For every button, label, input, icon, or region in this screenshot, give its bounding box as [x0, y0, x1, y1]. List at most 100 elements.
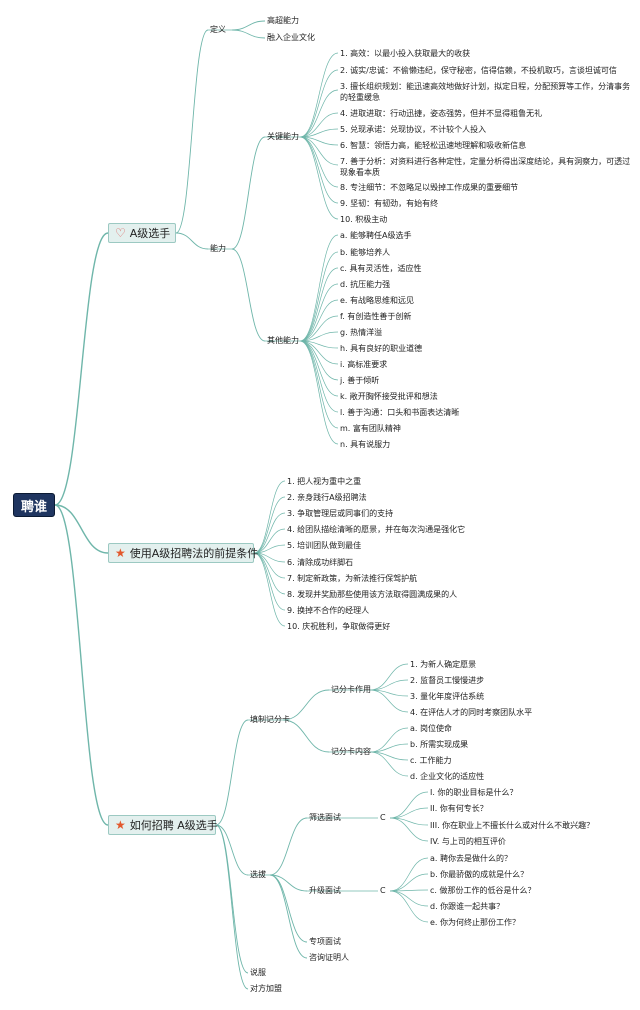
key-ability-item: 5. 兑现承诺：兑现协议，不计较个人投入: [340, 125, 487, 134]
precondition-item: 3. 争取管理层或同事们的支持: [287, 509, 394, 518]
connector-line: [215, 824, 249, 974]
scorecard-content-item: a. 岗位使命: [410, 724, 452, 733]
upgrade-question: a. 聘你去是做什么的？: [430, 854, 512, 863]
other-ability-item: b. 能够培养人: [340, 248, 391, 257]
root-label: 聘谁: [20, 499, 47, 515]
other-ability-item: f. 有创造性善于创新: [340, 312, 412, 321]
connector-line: [299, 340, 339, 429]
upgrade-interview-node[interactable]: 升级面试: [309, 886, 341, 895]
other-ability-item: m. 富有团队精神: [340, 424, 401, 433]
connector-line: [299, 315, 339, 342]
key-ability-item: 2. 诚实/忠诚：不偷懒违纪，保守秘密，信得信赖，不投机取巧，言谈坦诚可信: [340, 66, 617, 75]
precondition-item: 2. 亲身践行A级招聘法: [287, 493, 367, 502]
connector-line: [231, 248, 266, 342]
connector-line: [253, 480, 286, 554]
upgrade-question: e. 你为何终止那份工作？: [430, 918, 521, 927]
definition-item: 高超能力: [267, 16, 299, 25]
connector-line: [299, 234, 339, 342]
precondition-item: 8. 发现并奖励那些使用该方法取得圆满成果的人: [287, 590, 458, 599]
connector-line: [253, 512, 286, 554]
connector-line: [253, 544, 286, 554]
scorecard-effect-item: 1. 为新人确定愿景: [410, 660, 477, 669]
connector-line: [215, 719, 249, 826]
other-ability-item: c. 具有灵活性，适应性: [340, 264, 422, 273]
connector-line: [231, 20, 266, 31]
connector-line: [299, 340, 339, 413]
connector-line: [389, 857, 429, 892]
precondition-item: 10. 庆祝胜利，争取做得更好: [287, 622, 391, 631]
scorecard-node[interactable]: 填制记分卡: [250, 715, 290, 724]
how-to-node[interactable]: ★ 如何招聘 A级选手: [108, 815, 218, 835]
screen-marker: C: [380, 813, 386, 822]
connector-line: [299, 251, 339, 342]
select-node[interactable]: 选拔: [250, 870, 266, 879]
definition-node[interactable]: 定义: [210, 25, 226, 34]
precondition-item: 7. 制定新政策，为新法推行保驾护航: [287, 574, 418, 583]
connector-line: [299, 69, 339, 138]
other-ability-item: a. 能够聘任A级选手: [340, 231, 412, 240]
scorecard-effect-item: 4. 在评估人才的同时考察团队水平: [410, 708, 533, 717]
connector-line: [231, 136, 266, 250]
key-ability-item: 9. 坚韧：有韧劲，有始有终: [340, 199, 439, 208]
key-ability-item: 3. 擅长组织规划：能迅速高效地做好计划，拟定日程，分配预算等工作，分清事务的轻…: [340, 82, 631, 102]
other-ability-item: g. 热情洋溢: [340, 328, 383, 337]
upgrade-question: d. 你跟谁一起共事？: [430, 902, 505, 911]
persuade-node[interactable]: 说服: [250, 968, 266, 977]
other-ability-item: k. 敞开胸怀接受批评和想法: [340, 392, 438, 401]
scorecard-content-node[interactable]: 记分卡内容: [331, 747, 371, 756]
connector-line: [299, 136, 339, 220]
a-player-node[interactable]: ♡ A级选手: [108, 223, 176, 243]
connector-line: [299, 299, 339, 342]
other-ability-item: e. 有战略思维和远见: [340, 296, 415, 305]
other-ability-item: h. 具有良好的职业道德: [340, 344, 423, 353]
connector-line: [369, 663, 409, 691]
connector-line: [253, 552, 286, 611]
how-to-label: 如何招聘 A级选手: [129, 819, 218, 832]
key-ability-item: 1. 高效：以最小投入获取最大的收获: [340, 49, 471, 58]
precondition-item: 6. 清除成功绊脚石: [287, 558, 354, 567]
precondition-item: 9. 换掉不合作的经理人: [287, 606, 370, 615]
connector-line: [299, 128, 339, 138]
screen-question: II. 你有何专长？: [430, 804, 488, 813]
ability-node[interactable]: 能力: [210, 244, 226, 253]
connector-line: [299, 340, 339, 445]
scorecard-effect-node[interactable]: 记分卡作用: [331, 685, 371, 694]
root-node[interactable]: 聘谁: [13, 493, 55, 517]
connector-line: [389, 890, 429, 923]
other-ability-item: n. 具有说服力: [340, 440, 391, 449]
special-interview-node[interactable]: 专项面试: [309, 937, 341, 946]
key-ability-item: 8. 专注细节：不忽略足以毁掉工作成果的重要细节: [340, 183, 519, 192]
connector-line: [389, 890, 429, 907]
connector-line: [215, 824, 249, 990]
connector-line: [299, 331, 339, 342]
connector-line: [175, 232, 209, 250]
reference-node[interactable]: 咨询证明人: [309, 953, 349, 962]
connector-line: [282, 689, 330, 721]
connector-line: [231, 29, 266, 39]
screen-interview-node[interactable]: 筛选面试: [309, 813, 341, 822]
other-ability-item: l. 善于沟通：口头和书面表达清晰: [340, 408, 460, 417]
key-ability-node[interactable]: 关键能力: [267, 132, 299, 141]
key-ability-item: 10. 积极主动: [340, 215, 388, 224]
connector-line: [369, 689, 409, 713]
star-icon: ★: [115, 818, 126, 832]
connector-line: [299, 136, 339, 188]
other-ability-node[interactable]: 其他能力: [267, 336, 299, 345]
join-node[interactable]: 对方加盟: [250, 984, 282, 993]
connector-line: [299, 136, 339, 204]
precondition-item: 1. 把人视为重中之重: [287, 477, 362, 486]
heart-icon: ♡: [115, 226, 126, 240]
key-ability-item: 4. 进取进取：行动迅捷，姿态强势，但并不显得粗鲁无礼: [340, 109, 543, 118]
connector-line: [54, 232, 109, 506]
connector-line: [269, 874, 308, 943]
connector-line: [299, 340, 339, 397]
scorecard-content-item: d. 企业文化的适应性: [410, 772, 485, 781]
preconditions-node[interactable]: ★ 使用A级招聘法的前提条件: [108, 543, 258, 563]
connector-line: [389, 791, 429, 819]
connector-line: [299, 112, 339, 138]
scorecard-effect-item: 2. 监督员工慢慢进步: [410, 676, 485, 685]
connector-line: [269, 874, 308, 959]
connector-line: [54, 504, 109, 826]
